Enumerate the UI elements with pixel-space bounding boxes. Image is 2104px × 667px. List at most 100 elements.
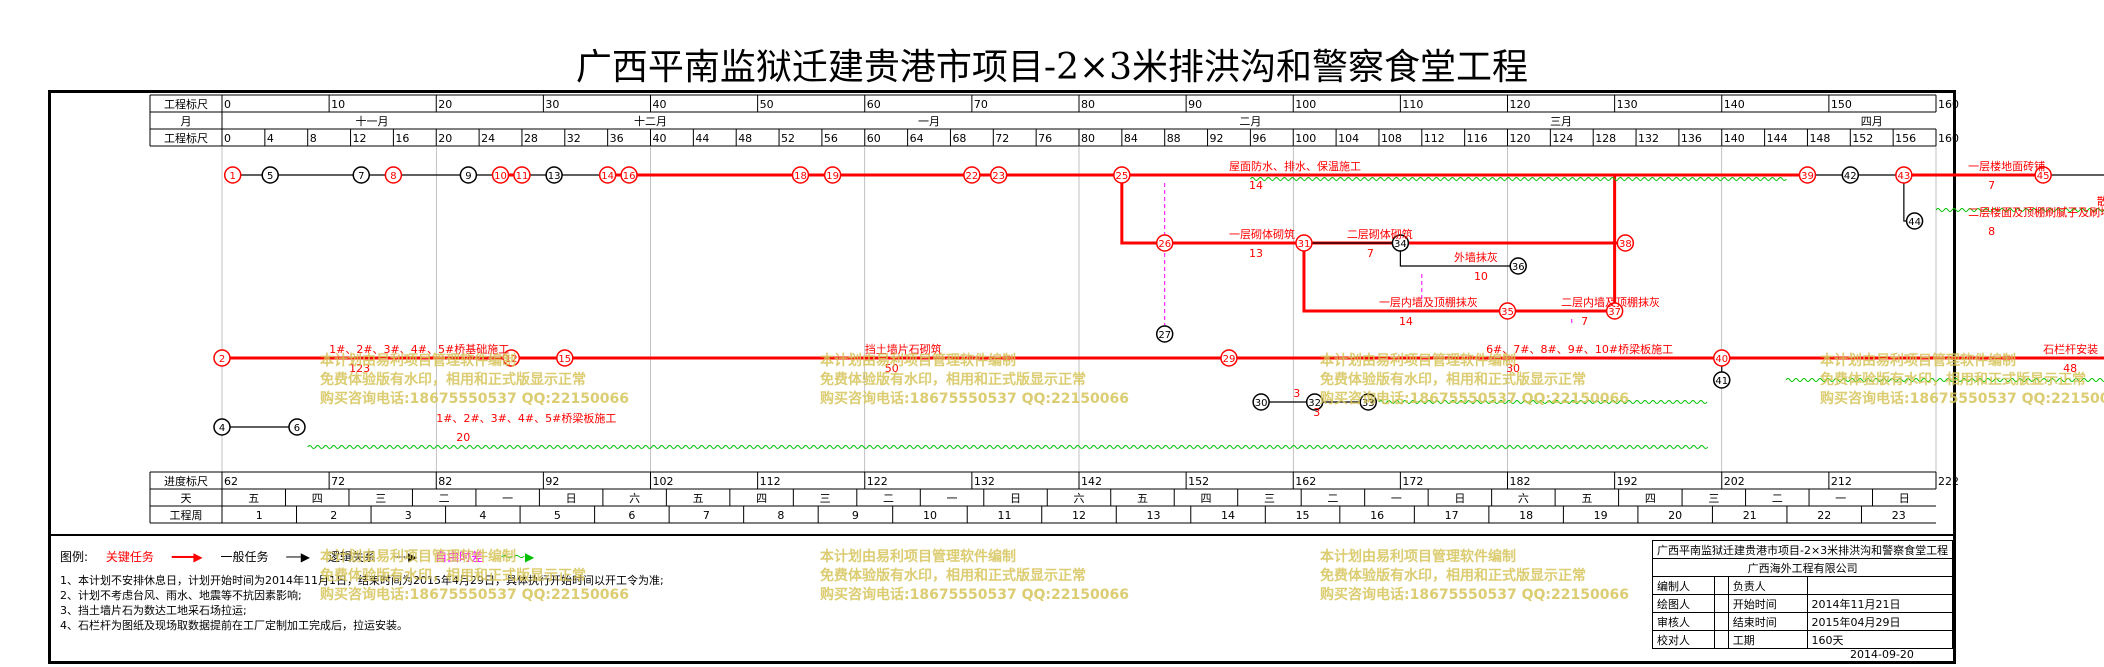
node-number: 32 bbox=[1308, 398, 1321, 409]
day-scale-label: 16 bbox=[395, 132, 409, 145]
activity-label: 二层砌体砌筑 bbox=[1347, 227, 1413, 241]
info-table: 广西平南监狱迁建贵港市项目-2×3米排洪沟和警察食堂工程 广西海外工程有限公司 … bbox=[1651, 540, 1954, 649]
legend-critical: 关键任务 bbox=[105, 550, 154, 564]
progress-label: 102 bbox=[653, 475, 674, 488]
top-scale-label: 80 bbox=[1081, 98, 1095, 111]
network-node bbox=[502, 349, 520, 367]
node-number: 8 bbox=[390, 171, 396, 182]
network-node bbox=[213, 349, 231, 367]
weekday-label: 四 bbox=[756, 492, 767, 505]
free-float bbox=[307, 445, 1709, 449]
network-node bbox=[620, 166, 638, 184]
node-number: 41 bbox=[1715, 376, 1728, 387]
week-label: 11 bbox=[997, 509, 1011, 522]
legend-normal: 一般任务 bbox=[220, 550, 269, 564]
weekday-label: 五 bbox=[1137, 492, 1148, 505]
activity-label: 1#、2#、3#、4#、5#桥基础施工 bbox=[329, 343, 509, 356]
day-scale-label: 120 bbox=[1510, 132, 1531, 145]
day-scale-label: 92 bbox=[1210, 132, 1224, 145]
week-label: 7 bbox=[703, 509, 710, 522]
weekday-label: 一 bbox=[947, 492, 958, 505]
node-number: 11 bbox=[516, 171, 529, 182]
node-number: 34 bbox=[1394, 239, 1407, 250]
header-row-label: 工程标尺 bbox=[164, 131, 208, 145]
info-cell: 校对人 bbox=[1651, 630, 1716, 649]
node-number: 18 bbox=[794, 171, 807, 182]
node-number: 44 bbox=[1908, 217, 1921, 228]
month-label: 十一月 bbox=[355, 114, 388, 128]
week-label: 16 bbox=[1370, 509, 1384, 522]
day-scale-label: 160 bbox=[1938, 132, 1959, 145]
progress-label: 132 bbox=[974, 475, 995, 488]
activity-label: 石栏杆安装 bbox=[2043, 342, 2098, 356]
progress-label: 192 bbox=[1617, 475, 1638, 488]
node-number: 29 bbox=[1223, 354, 1236, 365]
day-scale-label: 20 bbox=[438, 132, 452, 145]
footer-row-label: 进度标尺 bbox=[164, 474, 208, 488]
progress-label: 82 bbox=[438, 475, 452, 488]
top-scale-label: 100 bbox=[1295, 98, 1316, 111]
activity-duration: 7 bbox=[1367, 247, 1374, 260]
node-number: 15 bbox=[558, 354, 571, 365]
week-label: 18 bbox=[1519, 509, 1533, 522]
progress-label: 152 bbox=[1188, 475, 1209, 488]
weekday-label: 六 bbox=[629, 492, 640, 505]
network-node bbox=[491, 166, 510, 184]
top-scale-label: 10 bbox=[331, 98, 345, 111]
network-node bbox=[1498, 302, 1517, 320]
day-scale-label: 72 bbox=[995, 132, 1009, 145]
legend-logic: 逻辑关系 bbox=[327, 550, 376, 564]
top-scale-label: 110 bbox=[1402, 98, 1423, 111]
legend-label: 图例: bbox=[60, 550, 89, 564]
network-node bbox=[223, 166, 242, 184]
footer-row-label: 天 bbox=[181, 492, 192, 505]
day-scale-label: 136 bbox=[1681, 132, 1702, 145]
info-cell: 工期 bbox=[1727, 630, 1808, 649]
node-number: 22 bbox=[966, 171, 979, 182]
day-scale-label: 40 bbox=[653, 132, 667, 145]
activity-arrow bbox=[1903, 183, 1907, 222]
activity-label: 6#、7#、8#、9#、10#桥梁板施工 bbox=[1486, 342, 1673, 356]
weekday-label: 三 bbox=[820, 492, 831, 505]
node-number: 36 bbox=[1512, 262, 1525, 273]
node-number: 45 bbox=[2037, 171, 2050, 182]
network-node bbox=[1305, 393, 1324, 411]
node-number: 38 bbox=[1619, 239, 1632, 250]
top-scale-label: 160 bbox=[1938, 98, 1959, 111]
top-scale-label: 20 bbox=[438, 98, 452, 111]
info-cell: 负责人 bbox=[1727, 576, 1808, 595]
activity-duration: 7 bbox=[1581, 315, 1588, 328]
activity-label: 一层楼地面砖铺 bbox=[1968, 159, 2045, 173]
network-node bbox=[556, 349, 574, 367]
top-scale-label: 120 bbox=[1510, 98, 1531, 111]
week-label: 15 bbox=[1296, 509, 1310, 522]
info-cell: 开始时间 bbox=[1727, 594, 1808, 613]
network-node bbox=[1113, 166, 1131, 184]
info-cell bbox=[1806, 576, 1954, 595]
node-number: 5 bbox=[267, 171, 273, 182]
network-node bbox=[1359, 393, 1377, 411]
network-node bbox=[513, 166, 531, 184]
info-cell: 160天 bbox=[1806, 630, 1954, 649]
top-scale-label: 0 bbox=[224, 98, 231, 111]
free-float bbox=[1378, 400, 1708, 404]
node-number: 31 bbox=[1298, 239, 1311, 250]
progress-label: 72 bbox=[331, 475, 345, 488]
activity-label: 1#、2#、3#、4#、5#桥梁板施工 bbox=[436, 411, 616, 425]
activity-duration: 8 bbox=[1988, 225, 1995, 238]
node-number: 6 bbox=[294, 423, 300, 434]
week-label: 9 bbox=[852, 509, 859, 522]
activity-duration: 20 bbox=[456, 431, 470, 444]
week-label: 13 bbox=[1147, 509, 1161, 522]
day-scale-label: 104 bbox=[1338, 132, 1359, 145]
weekday-label: 六 bbox=[1518, 492, 1529, 505]
info-project: 广西平南监狱迁建贵港市项目-2×3米排洪沟和警察食堂工程 bbox=[1651, 540, 1954, 559]
node-number: 26 bbox=[1158, 239, 1171, 250]
activity-duration: 50 bbox=[885, 362, 899, 375]
node-number: 33 bbox=[1362, 398, 1375, 409]
header-row-label: 月 bbox=[181, 115, 192, 128]
day-scale-label: 68 bbox=[952, 132, 966, 145]
node-number: 35 bbox=[1501, 307, 1514, 318]
weekday-label: 二 bbox=[1327, 492, 1338, 505]
network-node bbox=[1295, 234, 1313, 252]
